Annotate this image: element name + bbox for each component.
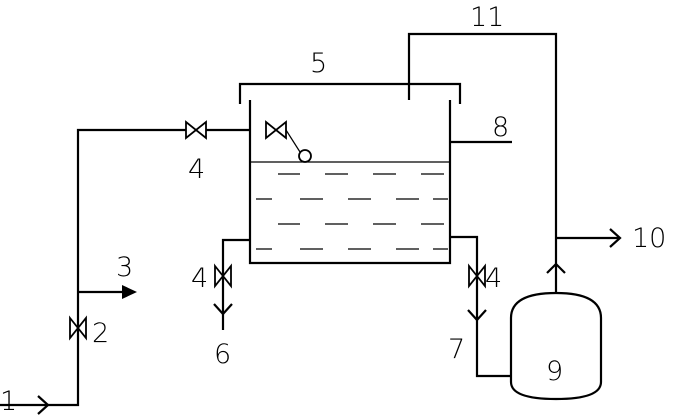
label-4-drain: 4 — [191, 263, 208, 294]
label-9: 9 — [546, 356, 563, 387]
valve-4-inlet — [185, 120, 207, 140]
label-3: 3 — [116, 252, 133, 283]
valve-4-drain — [214, 263, 232, 289]
pipe-7-arrow — [467, 309, 487, 322]
outlet-arrow — [609, 228, 622, 248]
float-ball-icon — [298, 149, 312, 163]
float-valve — [265, 120, 312, 163]
vent-up-arrow — [546, 262, 566, 274]
vessel-9 — [509, 291, 603, 401]
label-10: 10 — [632, 223, 666, 254]
inlet-pipe — [0, 128, 250, 407]
valve-2 — [69, 315, 87, 341]
drain-arrow — [213, 303, 233, 316]
valve-4-outlet — [468, 263, 486, 289]
label-2: 2 — [92, 318, 109, 349]
label-8: 8 — [492, 112, 509, 143]
label-1: 1 — [0, 386, 17, 417]
label-7: 7 — [448, 334, 465, 365]
label-4-inlet: 4 — [188, 154, 205, 185]
pipe-7 — [450, 235, 511, 378]
drain-pipe-6 — [213, 238, 250, 330]
branch-3-arrow — [122, 285, 137, 299]
label-6: 6 — [214, 339, 231, 370]
tank — [238, 82, 462, 265]
label-11: 11 — [470, 2, 504, 33]
label-4-outlet: 4 — [485, 263, 502, 294]
inlet-arrow — [37, 395, 50, 415]
liquid-dashes — [256, 173, 448, 250]
label-5: 5 — [310, 48, 327, 79]
tank-cover — [238, 82, 462, 104]
vent-pipe-11 — [407, 32, 558, 293]
branch-3-pipe — [78, 285, 137, 299]
outlet-pipe-10 — [556, 228, 622, 248]
